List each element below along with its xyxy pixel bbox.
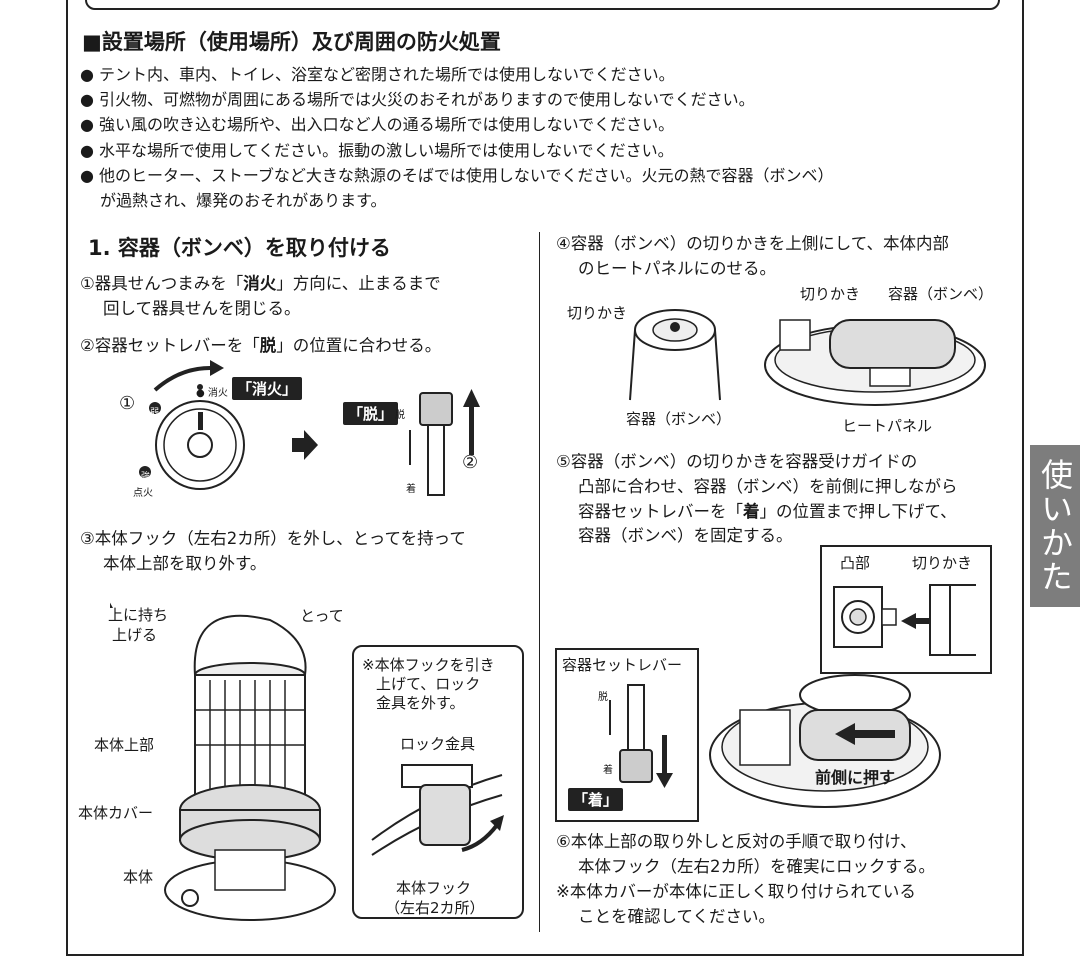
hook-note-c: 金具を外す。 — [376, 694, 465, 712]
bullet-2: ● 引火物、可燃物が周囲にある場所では火災のおそれがありますので使用しないでくだ… — [80, 90, 755, 109]
kirikaki-label-2: 切りかき — [800, 285, 861, 303]
totsubu-label: 凸部 — [840, 554, 871, 572]
hook-label-b: （左右2カ所） — [385, 899, 485, 917]
step-5-d: 容器（ボンベ）を固定する。 — [578, 526, 793, 545]
note-b: ことを確認してください。 — [578, 907, 776, 926]
step-2: ②容器セットレバーを「脱」の位置に合わせる。 — [80, 336, 442, 355]
arrow-right-icon — [292, 430, 318, 460]
step-5-b: 凸部に合わせ、容器（ボンベ）を前側に押しながら — [578, 477, 958, 496]
tenka-label: 点火 — [133, 488, 153, 499]
lever-diagram — [409, 389, 480, 496]
heat-panel-label: ヒートパネル — [842, 417, 933, 435]
step-3: ③本体フック（左右2カ所）を外し、とってを持って — [80, 529, 466, 548]
step-3-cont: 本体上部を取り外す。 — [103, 554, 267, 573]
step-5-c: 容器セットレバーを「着」の位置まで押し下げて、 — [578, 502, 957, 521]
hontai-cover-label: 本体カバー — [78, 804, 154, 822]
chaku-small: 着 — [406, 484, 416, 495]
kirikaki-label-1: 切りかき — [567, 304, 628, 322]
step-4: ④容器（ボンベ）の切りかきを上側にして、本体内部 — [556, 234, 949, 253]
chaku-tag: 「着」 — [568, 788, 624, 811]
lever-chaku-small: 着 — [603, 765, 613, 776]
step-4-cont: のヒートパネルにのせる。 — [578, 259, 776, 278]
heater-illustration — [110, 602, 336, 921]
circle-1: ① — [119, 393, 136, 414]
lock-label: ロック金具 — [400, 735, 476, 753]
lift-label-b: 上げる — [112, 626, 158, 644]
bullet-3: ● 強い風の吹き込む場所や、出入口など人の通る場所では使用しないでください。 — [80, 115, 675, 134]
circle-2: ② — [462, 452, 479, 473]
youki-label-2: 容器（ボンベ） — [888, 285, 994, 303]
youki-label-1: 容器（ボンベ） — [626, 410, 732, 428]
bullet-5: ● 他のヒーター、ストーブなど大きな熱源のそばでは使用しないでください。火元の熱… — [80, 166, 834, 185]
lift-label-a: 上に持ち — [108, 606, 169, 624]
push-front-label: 前側に押す — [815, 768, 896, 787]
section-title: ■設置場所（使用場所）及び周囲の防火処置 — [82, 30, 501, 54]
hook-label-a: 本体フック — [396, 879, 472, 897]
guide-illustration — [833, 584, 976, 656]
bullet-1: ● テント内、車内、トイレ、浴室など密閉された場所では使用しないでください。 — [80, 65, 675, 84]
jaku-label: 弱 — [150, 408, 160, 418]
lever-datsu-small: 脱 — [598, 692, 608, 703]
step-1-cont: 回して器具せんを閉じる。 — [103, 299, 301, 318]
side-tab: 使いかた — [1030, 445, 1080, 607]
hook-note-a: ※本体フックを引き — [362, 656, 495, 674]
push-illustration — [709, 674, 941, 808]
note-a: ※本体カバーが本体に正しく取り付けられている — [556, 882, 916, 901]
column-divider — [539, 232, 540, 932]
hontai-joubu-label: 本体上部 — [94, 736, 155, 754]
page-frame — [66, 0, 1024, 956]
step-1: ①器具せんつまみを「消火」方向に、止まるまで — [80, 274, 441, 293]
bullet-5-cont: が過熱され、爆発のおそれがあります。 — [100, 191, 387, 210]
kyou-label: 強 — [141, 472, 151, 482]
canister-illustration — [629, 309, 721, 401]
step-6: ⑥本体上部の取り外しと反対の手順で取り付け、 — [556, 832, 917, 851]
hontai-label: 本体 — [123, 868, 154, 886]
step-5: ⑤容器（ボンベ）の切りかきを容器受けガイドの — [556, 452, 918, 471]
lever-down-diagram — [609, 684, 673, 788]
datsu-tag: 「脱」 — [343, 402, 399, 425]
bullet-4: ● 水平な場所で使用してください。振動の激しい場所では使用しないでください。 — [80, 141, 674, 160]
base-canister-illustration — [764, 319, 986, 406]
hook-illustration — [371, 764, 504, 856]
shouka-small: ● 消火 — [196, 388, 228, 399]
totte-label: とって — [300, 607, 344, 625]
kirikaki-label-3: 切りかき — [912, 554, 973, 572]
shouka-tag: 「消火」 — [232, 377, 303, 400]
step-title: 1. 容器（ボンベ）を取り付ける — [88, 236, 391, 260]
datsu-small: 脱 — [395, 410, 405, 421]
hook-note-b: 上げて、ロック — [376, 675, 481, 693]
knob-diagram — [139, 360, 245, 490]
lever-box-label: 容器セットレバー — [562, 656, 683, 674]
top-box-edge — [85, 0, 1000, 10]
step-6-cont: 本体フック（左右2カ所）を確実にロックする。 — [578, 857, 935, 876]
